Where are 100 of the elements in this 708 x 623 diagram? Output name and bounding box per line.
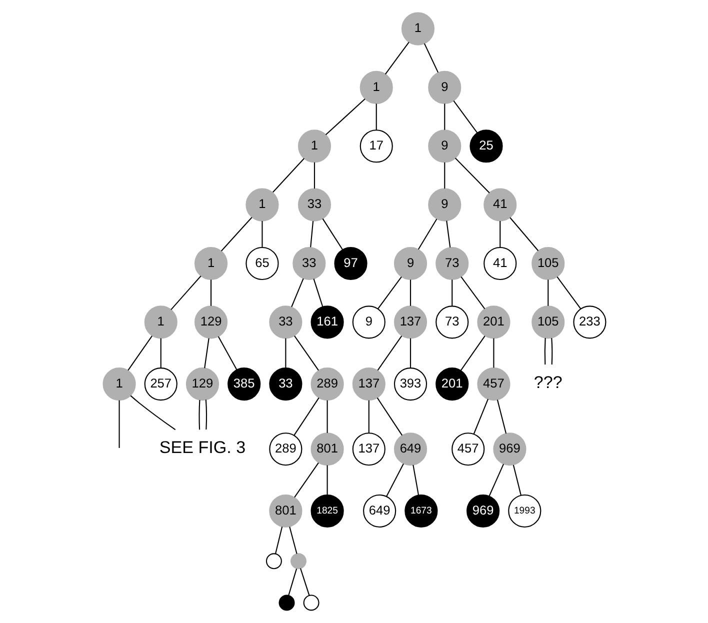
node-circle: 1 xyxy=(359,70,392,104)
connector xyxy=(261,221,262,248)
connector xyxy=(288,526,297,554)
node-circle: 649 xyxy=(393,432,427,466)
connector xyxy=(288,568,297,596)
node-circle: 9 xyxy=(428,188,461,222)
connector xyxy=(384,42,409,74)
node-circle: 801 xyxy=(310,432,344,466)
connector xyxy=(376,336,402,371)
connector xyxy=(452,100,478,134)
connector xyxy=(290,278,304,308)
node-circle: 457 xyxy=(476,368,510,401)
connector xyxy=(492,338,494,368)
connector xyxy=(556,276,581,310)
node-circle: 97 xyxy=(334,246,367,280)
node-circle xyxy=(290,553,306,570)
node-circle: 41 xyxy=(483,246,516,280)
connector xyxy=(460,336,485,371)
node-circle: 33 xyxy=(292,246,326,280)
connector xyxy=(300,568,310,596)
node-circle: 801 xyxy=(268,494,302,528)
connector xyxy=(294,462,318,498)
connector xyxy=(368,400,369,433)
connector xyxy=(376,398,402,436)
connector xyxy=(326,400,328,433)
node-circle: 17 xyxy=(359,130,392,163)
node-circle: 33 xyxy=(268,306,302,339)
node-circle: 1 xyxy=(194,246,228,280)
node-circle: 25 xyxy=(469,130,502,163)
node-circle: 969 xyxy=(492,432,526,466)
connector xyxy=(284,338,286,368)
connector xyxy=(313,162,315,189)
connector xyxy=(220,216,252,252)
node-circle: 289 xyxy=(310,368,344,401)
node-circle: 1 xyxy=(245,188,278,222)
connector xyxy=(210,280,212,306)
connector xyxy=(454,158,490,194)
connector xyxy=(547,280,548,306)
connector xyxy=(417,218,437,250)
connector xyxy=(375,104,376,130)
node-circle: 1 xyxy=(102,368,136,401)
node-circle: 385 xyxy=(227,368,260,401)
node-circle: 65 xyxy=(245,246,278,280)
node-circle: 105 xyxy=(531,246,564,280)
connector xyxy=(512,464,522,496)
connector xyxy=(412,464,419,496)
node-circle: 9 xyxy=(352,306,385,339)
connector xyxy=(409,280,411,306)
connector xyxy=(274,526,282,554)
node-circle: 1 xyxy=(297,130,331,163)
connector xyxy=(423,43,438,73)
connector xyxy=(310,220,314,248)
connector xyxy=(170,276,201,310)
node-circle xyxy=(265,553,282,570)
node-circle: 9 xyxy=(428,70,461,104)
node-circle: 969 xyxy=(466,494,500,528)
connector xyxy=(386,464,404,497)
connector xyxy=(293,398,319,436)
node-circle: 33 xyxy=(268,368,302,401)
connector xyxy=(217,336,237,370)
node-circle: 457 xyxy=(451,432,484,466)
node-circle: 393 xyxy=(393,368,427,401)
node-circle: 289 xyxy=(268,432,302,466)
connector xyxy=(446,220,450,248)
connector xyxy=(272,158,304,193)
connector xyxy=(322,218,343,250)
node-circle: 1673 xyxy=(404,494,438,528)
connector xyxy=(130,395,176,430)
connector xyxy=(460,276,485,310)
node-circle: 137 xyxy=(393,306,427,339)
node-circle: 129 xyxy=(185,368,219,401)
node-circle: 9 xyxy=(428,130,461,163)
node-circle: 137 xyxy=(352,432,385,466)
node-circle: 129 xyxy=(194,306,228,339)
connector xyxy=(294,336,318,371)
connector xyxy=(544,338,546,365)
node-text: ??? xyxy=(533,373,562,392)
node-circle: 233 xyxy=(572,306,606,339)
connector xyxy=(509,217,538,252)
node-circle: 649 xyxy=(362,494,396,528)
connector xyxy=(496,400,506,434)
connector xyxy=(444,104,445,130)
node-circle: 1825 xyxy=(310,494,344,528)
connector xyxy=(326,465,328,495)
node-circle: 161 xyxy=(310,306,344,339)
connector xyxy=(204,400,206,430)
node-circle: 1 xyxy=(400,12,434,46)
connector xyxy=(472,398,488,434)
node-circle: 33 xyxy=(297,188,331,222)
node-circle: 9 xyxy=(393,246,427,280)
connector xyxy=(409,338,411,368)
connector xyxy=(160,338,161,368)
node-circle: 257 xyxy=(144,368,177,401)
connector xyxy=(444,162,445,189)
node-text: SEE FIG. 3 xyxy=(158,438,246,458)
node-circle: 201 xyxy=(435,368,468,401)
connector xyxy=(324,98,365,136)
connector xyxy=(451,280,452,306)
node-circle: 137 xyxy=(352,368,385,401)
connector xyxy=(204,338,209,368)
